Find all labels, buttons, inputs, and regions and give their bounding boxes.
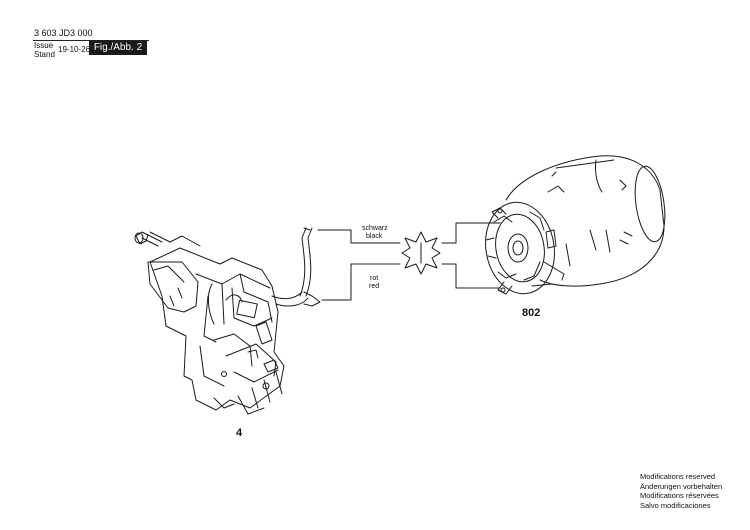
header-divider [33,40,149,41]
motor-assembly [485,155,666,295]
wiring-lines [317,222,501,301]
figure-label: Fig./Abb. 2 [89,41,147,55]
issue-label-de: Stand [34,50,55,59]
document-number: 3 603 JD3 000 [34,28,93,38]
connector-icon [401,231,441,275]
switch-assembly [134,227,321,415]
issue-label-en: Issue [34,41,54,50]
notice-es: Salvo modificaciones [640,500,711,510]
wire-label-schwarz: schwarz [362,225,388,232]
notice-fr: Modifications réservées [640,491,719,500]
motor-part-number: 802 [522,307,540,319]
notice-de: Änderungen vorbehalten [640,481,723,491]
issue-label: Issue Stand [34,41,55,59]
notice-en: Modifications reserved [640,472,716,481]
wire-label-rot: rot [370,275,378,282]
modifications-notice: Modifications reserved Änderungen vorbeh… [640,472,722,510]
wire-label-red: red [369,283,379,290]
wire-label-black: black [366,233,383,240]
switch-part-number: 4 [236,427,243,439]
issue-date: 19-10-26 [58,45,91,54]
